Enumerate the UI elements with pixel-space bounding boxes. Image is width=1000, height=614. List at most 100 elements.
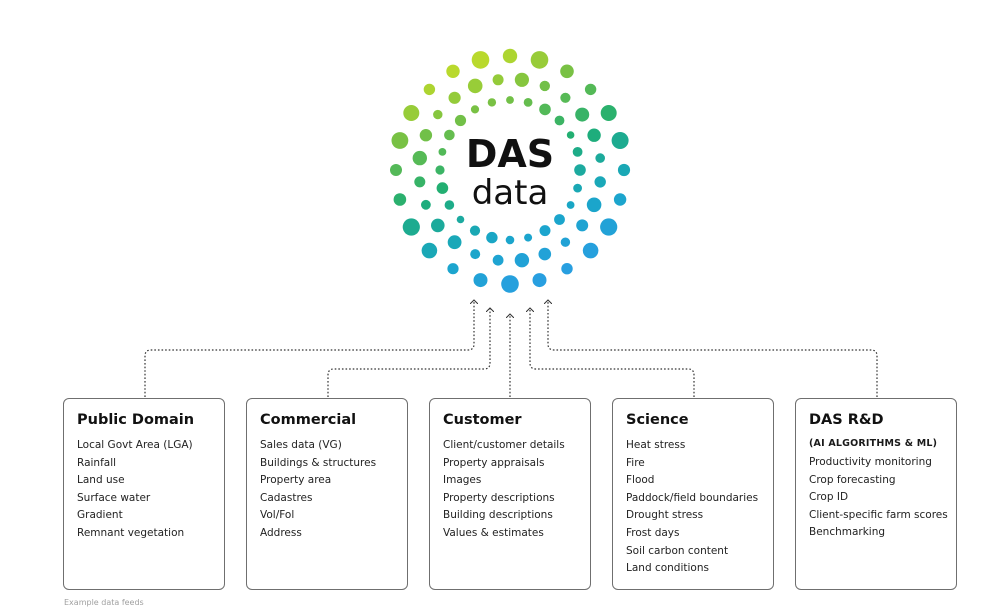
- box-customer: Customer Client/customer details Propert…: [429, 398, 591, 590]
- logo-dot: [617, 163, 631, 177]
- logo-dot: [471, 51, 490, 69]
- list-item: Local Govt Area (LGA): [77, 439, 193, 451]
- box-item-list: Heat stress Fire Flood Paddock/field bou…: [626, 437, 760, 578]
- logo-dot: [539, 225, 551, 237]
- list-item: Benchmarking: [809, 526, 886, 539]
- logo-dot: [600, 218, 618, 236]
- logo-dot: [594, 176, 606, 188]
- logo-dot: [582, 242, 599, 259]
- box-item-list: Sales data (VG) Buildings & structures P…: [260, 437, 394, 543]
- logo-dot: [514, 253, 530, 268]
- logo-dot: [530, 51, 549, 69]
- logo-dot: [613, 193, 627, 206]
- list-item: Vol/Fol: [260, 509, 295, 522]
- logo-dot: [447, 235, 462, 250]
- logo-dot: [586, 197, 602, 213]
- logo-dot: [391, 132, 409, 149]
- logo-dot: [575, 107, 590, 122]
- logo-title: DAS: [465, 132, 555, 176]
- list-item: Rainfall: [77, 456, 117, 469]
- list-item: Paddock/field boundaries: [626, 491, 759, 504]
- logo-dot: [492, 74, 504, 86]
- logo-dot: [414, 176, 426, 188]
- box-public-domain: Public Domain Local Govt Area (LGA) Rain…: [63, 398, 225, 590]
- list-item: Land conditions: [626, 562, 709, 575]
- logo-dot: [486, 231, 498, 244]
- logo-dot: [572, 147, 583, 157]
- box-subtitle: (AI ALGORITHMS & ML): [809, 438, 938, 449]
- list-item: Values & estimates: [443, 526, 544, 539]
- list-item: Crop forecasting: [809, 473, 896, 486]
- list-item: Buildings & structures: [260, 456, 377, 469]
- logo-dot: [444, 200, 455, 210]
- logo-dot: [447, 263, 459, 275]
- connector-science: [530, 308, 695, 397]
- list-item: Client-specific farm scores: [809, 508, 948, 521]
- list-item: Images: [443, 474, 482, 487]
- connector-das-rd: [548, 300, 878, 397]
- logo-dot: [470, 249, 481, 260]
- logo-dot: [444, 129, 455, 141]
- logo-dot: [523, 98, 533, 107]
- logo-dot: [600, 105, 617, 121]
- logo-dot: [532, 273, 547, 288]
- list-item: Surface water: [77, 491, 151, 504]
- logo-dot: [393, 193, 407, 206]
- list-item: Soil carbon content: [626, 544, 729, 557]
- list-item: Productivity monitoring: [809, 456, 932, 468]
- list-item: Flood: [626, 474, 655, 487]
- list-item: Property descriptions: [443, 491, 555, 504]
- connector-public-domain: [144, 300, 474, 397]
- list-item: Remnant vegetation: [77, 526, 185, 539]
- logo-dot: [470, 105, 480, 114]
- list-item: Address: [260, 526, 302, 539]
- list-item: Gradient: [77, 509, 123, 522]
- logo-dot: [539, 103, 551, 116]
- box-item-list: Client/customer details Property apprais…: [443, 437, 577, 543]
- logo-dot: [506, 96, 514, 104]
- logo-dot: [390, 164, 402, 176]
- list-item: Fire: [626, 456, 645, 469]
- list-item: Land use: [77, 474, 125, 487]
- logo-dot: [560, 237, 571, 247]
- logo-dot: [501, 275, 519, 293]
- box-title: Commercial: [260, 412, 357, 428]
- box-das-rd: DAS R&D (AI ALGORITHMS & ML) Productivit…: [795, 398, 957, 590]
- logo-dot: [423, 83, 436, 96]
- logo-dot: [584, 83, 597, 96]
- logo-dot: [576, 219, 589, 232]
- list-item: Client/customer details: [443, 439, 565, 451]
- logo-dot: [560, 92, 571, 103]
- logo-dot: [421, 242, 438, 259]
- logo-dot: [554, 214, 565, 225]
- logo-dot: [566, 201, 575, 209]
- list-item: Sales data (VG): [260, 439, 342, 451]
- logo-dot: [492, 254, 504, 266]
- logo-dot: [560, 64, 574, 79]
- logo-dot: [561, 263, 573, 275]
- logo-dot: [566, 131, 575, 139]
- logo-dot: [573, 183, 582, 193]
- list-item: Heat stress: [626, 439, 686, 451]
- logo-dot: [587, 128, 601, 142]
- logo-dot: [595, 153, 605, 163]
- logo-dot: [538, 247, 552, 261]
- logo-dot: [554, 115, 565, 126]
- logo-dot: [487, 98, 497, 107]
- footnote: Example data feeds: [64, 598, 144, 607]
- logo-dot: [431, 218, 445, 233]
- list-item: Drought stress: [626, 509, 704, 522]
- logo-dot: [403, 105, 420, 121]
- logo-dot: [514, 72, 530, 87]
- logo-dot: [574, 164, 586, 176]
- connector-commercial: [327, 308, 490, 397]
- list-item: Crop ID: [809, 491, 849, 504]
- logo-dot: [502, 48, 518, 64]
- logo-dot: [412, 150, 427, 166]
- logo-dot: [524, 233, 533, 242]
- logo-dot: [438, 148, 447, 156]
- box-title: Public Domain: [77, 412, 195, 428]
- logo-dot: [611, 132, 629, 149]
